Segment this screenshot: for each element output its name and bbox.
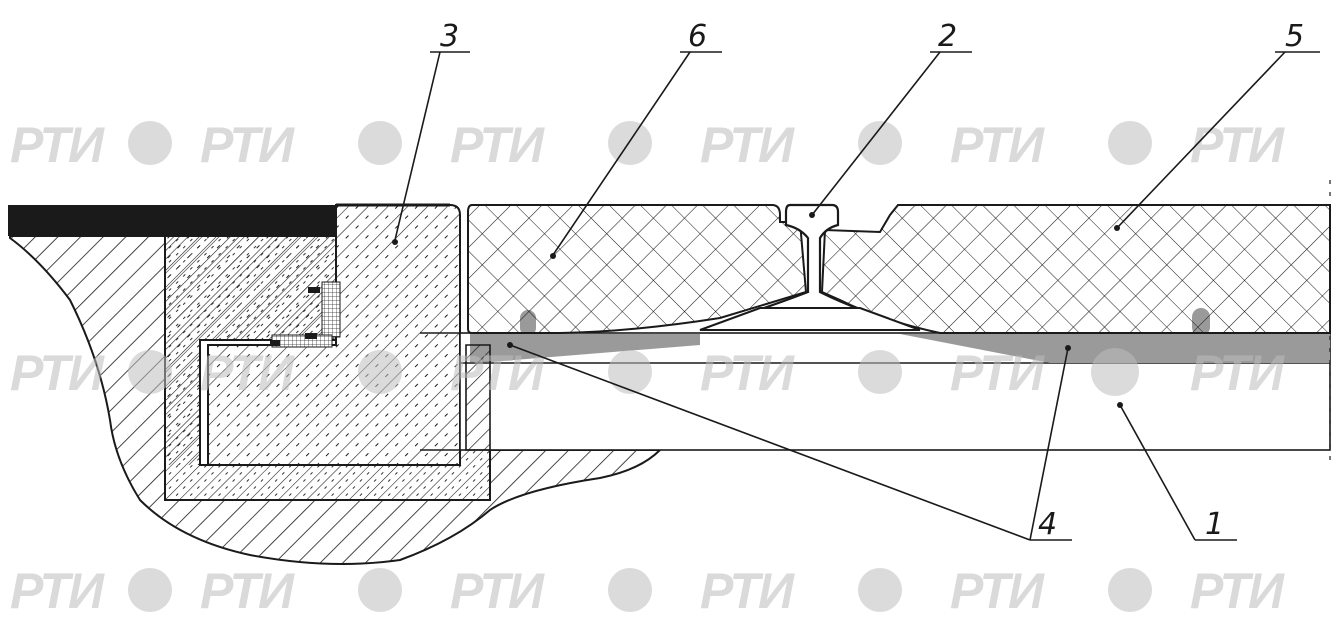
leader-dot bbox=[1065, 345, 1071, 351]
callout-3: 3 bbox=[392, 19, 470, 245]
watermark-logo-icon bbox=[608, 350, 652, 394]
inner-panel bbox=[467, 204, 808, 334]
watermark-text: РТИ bbox=[200, 345, 295, 401]
watermark-text: РТИ bbox=[450, 117, 545, 173]
watermark-logo-icon bbox=[358, 350, 402, 394]
leader-dot bbox=[809, 212, 815, 218]
watermark-text: РТИ bbox=[700, 345, 795, 401]
watermark-text: РТИ bbox=[700, 117, 795, 173]
leader-line bbox=[1119, 404, 1196, 541]
watermark-text: РТИ bbox=[1190, 345, 1285, 401]
concrete-foundation bbox=[9, 235, 663, 565]
asphalt-layer bbox=[8, 205, 336, 236]
leader-line bbox=[1116, 51, 1286, 229]
watermark-logo-icon bbox=[128, 121, 172, 165]
pad-left bbox=[470, 334, 700, 362]
watermark-logo-icon bbox=[128, 350, 172, 394]
watermark-text: РТИ bbox=[10, 345, 105, 401]
watermark-logo-icon bbox=[1091, 348, 1139, 396]
watermark-logo-icon bbox=[1108, 121, 1152, 165]
watermark-row-middle: РТИ РТИ РТИ РТИ РТИ РТИ bbox=[10, 345, 1287, 401]
watermark-text: РТИ bbox=[1190, 117, 1285, 173]
watermark-logo-icon bbox=[858, 568, 902, 612]
watermark-text: РТИ bbox=[10, 117, 105, 173]
leader-dot bbox=[550, 253, 556, 259]
callout-1: 1 bbox=[1117, 402, 1237, 542]
leader-line bbox=[1029, 347, 1069, 541]
callout-label-5: 5 bbox=[1285, 19, 1304, 54]
watermark-text: РТИ bbox=[450, 563, 545, 619]
wedge-left bbox=[465, 344, 491, 451]
watermark-text: РТИ bbox=[700, 563, 795, 619]
leader-line bbox=[811, 51, 941, 216]
outer-panel bbox=[820, 204, 1331, 334]
watermark-text: РТИ bbox=[200, 117, 295, 173]
watermark-logo-icon bbox=[128, 568, 172, 612]
leader-dot bbox=[507, 342, 513, 348]
leader-dot bbox=[392, 239, 398, 245]
seal-strip-upper bbox=[321, 281, 341, 338]
watermark-logo-icon bbox=[858, 121, 902, 165]
watermark-text: РТИ bbox=[950, 563, 1045, 619]
anchor-bolt-2 bbox=[305, 333, 317, 339]
leader-line bbox=[509, 344, 1031, 541]
watermark-row-bottom: РТИ РТИ РТИ РТИ РТИ РТИ bbox=[10, 563, 1287, 619]
watermark-logo-icon bbox=[358, 121, 402, 165]
leader-dot bbox=[1117, 402, 1123, 408]
anchor-bolt-1 bbox=[308, 287, 320, 293]
watermark-logo-icon bbox=[1108, 568, 1152, 612]
watermark-text: РТИ bbox=[450, 345, 545, 401]
callout-label-4: 4 bbox=[1038, 507, 1057, 542]
channel-fill bbox=[165, 236, 336, 465]
anchor-bolt-3 bbox=[270, 340, 280, 346]
callout-label-1: 1 bbox=[1205, 507, 1224, 542]
callout-label-6: 6 bbox=[688, 19, 707, 54]
watermark-text: РТИ bbox=[200, 563, 295, 619]
watermark-text: РТИ bbox=[950, 345, 1045, 401]
callout-4: 4 bbox=[507, 342, 1072, 542]
leader-line bbox=[552, 51, 691, 256]
callout-6: 6 bbox=[550, 19, 722, 259]
watermark-text: РТИ bbox=[950, 117, 1045, 173]
watermark-logo-icon bbox=[608, 568, 652, 612]
callout-2: 2 bbox=[809, 19, 972, 218]
watermark-logo-icon bbox=[858, 350, 902, 394]
callout-label-3: 3 bbox=[440, 19, 459, 54]
callout-5: 5 bbox=[1114, 19, 1320, 231]
leader-dot bbox=[1114, 225, 1120, 231]
watermark-text: РТИ bbox=[1190, 563, 1285, 619]
watermark-row-top: РТИ РТИ РТИ РТИ РТИ РТИ bbox=[10, 117, 1287, 173]
watermark-logo-icon bbox=[358, 568, 402, 612]
watermark-logo-icon bbox=[608, 121, 652, 165]
edge-block bbox=[207, 204, 461, 466]
leader-line bbox=[394, 51, 441, 241]
callout-label-2: 2 bbox=[938, 19, 957, 54]
watermark-text: РТИ bbox=[10, 563, 105, 619]
rail-baseplate bbox=[699, 307, 921, 331]
